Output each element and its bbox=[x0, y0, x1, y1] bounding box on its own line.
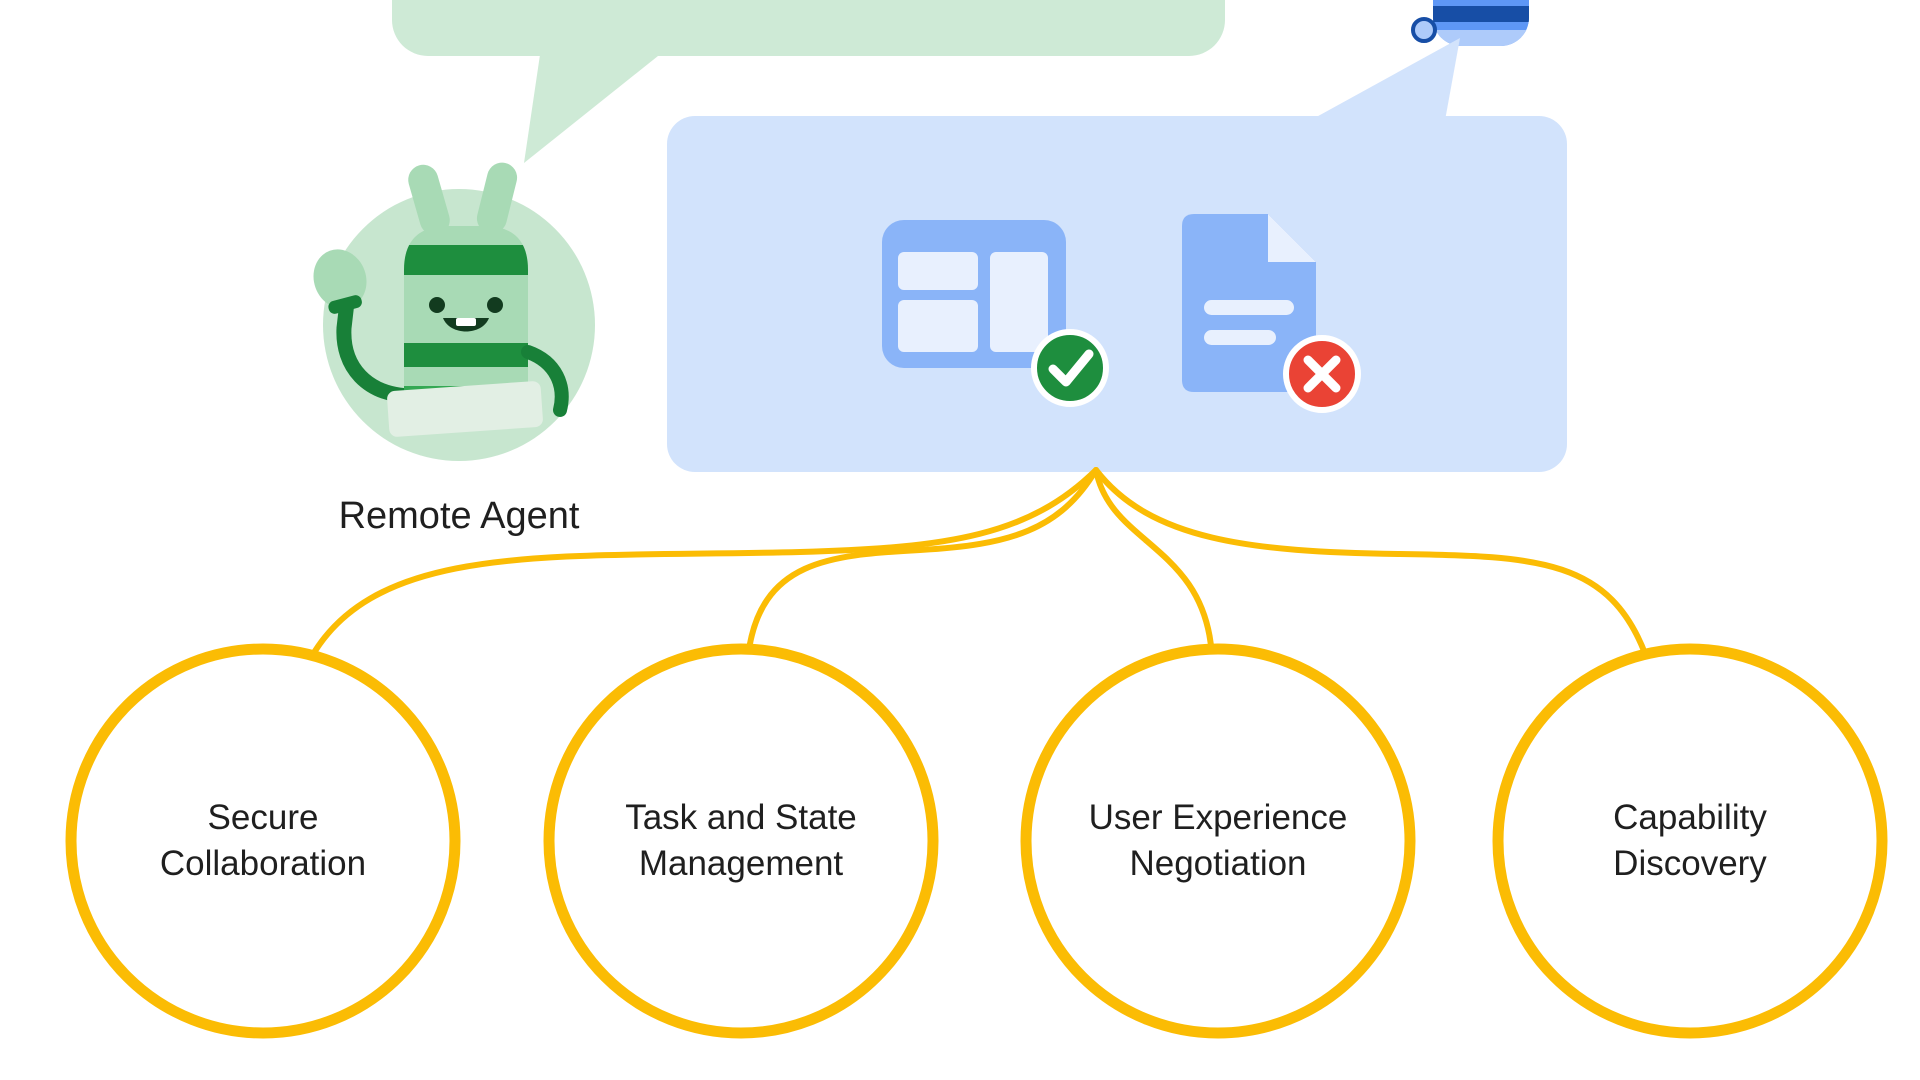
connector-secure-collaboration bbox=[309, 467, 1099, 659]
circle-ux-negotiation bbox=[1020, 643, 1416, 1039]
robot-eye-right bbox=[487, 297, 503, 313]
capability-label-capability-discovery: Capability Discovery bbox=[1613, 798, 1767, 884]
table-layout-icon bbox=[882, 220, 1066, 368]
connector-task-state bbox=[745, 467, 1099, 659]
speech-bubble-blue bbox=[667, 38, 1567, 472]
circle-capability-discovery bbox=[1492, 643, 1888, 1039]
document-icon bbox=[1182, 214, 1316, 392]
speech-bubble-blue-tail bbox=[1300, 38, 1460, 126]
connector-ux-negotiation bbox=[1093, 467, 1215, 659]
capability-label-user-experience-negotiation: User Experience Negotiation bbox=[1088, 798, 1348, 884]
speech-bubble-green bbox=[392, 0, 1225, 163]
blue-robot-hand bbox=[1411, 17, 1437, 43]
capability-label-secure-collaboration: Secure Collaboration bbox=[159, 798, 367, 884]
document-fold bbox=[1268, 214, 1316, 262]
robot-teeth bbox=[456, 318, 476, 326]
robot-wrap-band bbox=[387, 381, 543, 437]
capability-label-task-state-management: Task and State Management bbox=[625, 798, 857, 884]
capability-circles bbox=[65, 643, 1888, 1039]
checkmark-badge-icon bbox=[1031, 329, 1109, 407]
robot-ear-right bbox=[476, 162, 518, 234]
robot-cuff bbox=[328, 295, 362, 314]
circle-secure-collaboration bbox=[65, 643, 461, 1039]
robot-eye-left bbox=[429, 297, 445, 313]
robot-arm-right bbox=[521, 345, 569, 417]
blue-robot-partial bbox=[1411, 0, 1529, 46]
remote-agent-label: Remote Agent bbox=[338, 495, 580, 537]
green-robot-avatar bbox=[313, 162, 595, 461]
robot-ear-left bbox=[408, 164, 450, 236]
circle-task-state bbox=[543, 643, 939, 1039]
connector-capability-discovery bbox=[1093, 467, 1649, 659]
speech-bubble-green-tail bbox=[524, 48, 668, 163]
connector-curves bbox=[309, 467, 1649, 659]
robot-hand bbox=[313, 249, 367, 309]
x-badge-icon bbox=[1283, 335, 1361, 413]
